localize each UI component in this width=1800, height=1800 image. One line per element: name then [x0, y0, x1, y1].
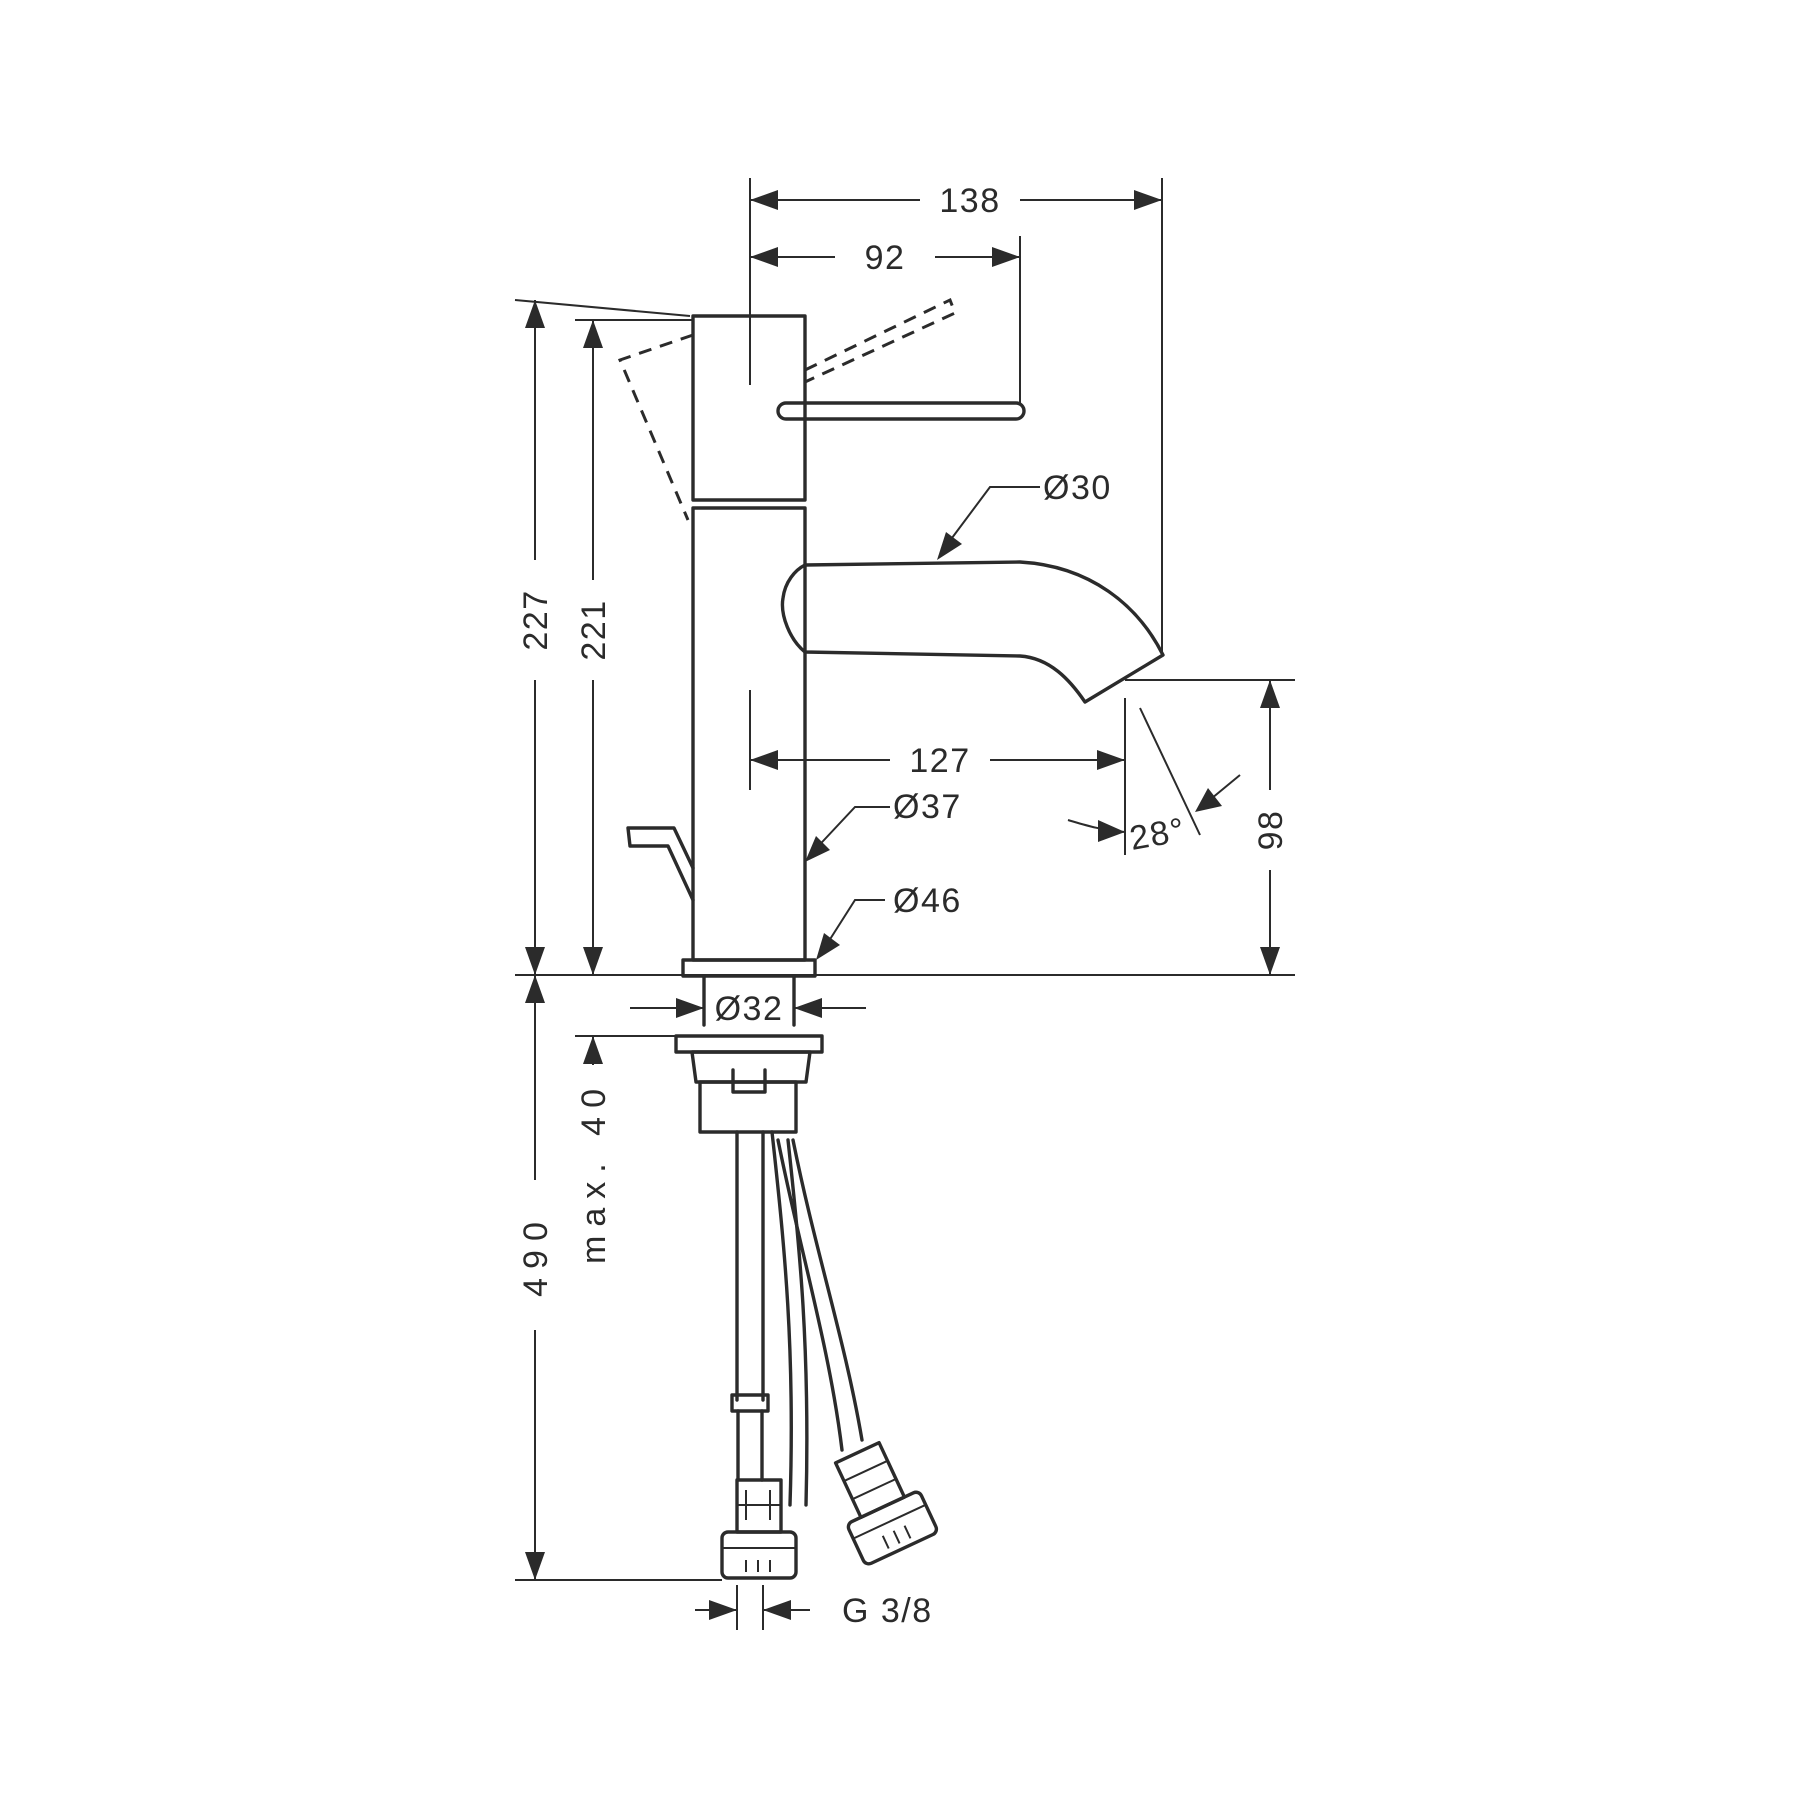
dimension-lines [514, 178, 1295, 1630]
base-ring [681, 958, 817, 978]
label-overall-height: 227 [517, 589, 555, 650]
leader-body [809, 806, 890, 856]
label-spout-projection: 127 [909, 742, 970, 780]
lower-sleeve [698, 1080, 798, 1134]
leader-spout [942, 486, 1040, 551]
label-spout-angle: 28° [1127, 811, 1189, 858]
left-hose-clip [730, 1393, 770, 1413]
faucet-body [626, 314, 1165, 1134]
left-hose-lower [736, 1409, 764, 1482]
mounting-washer [674, 1034, 824, 1054]
left-hose-nut-detail [722, 1547, 796, 1572]
left-hose-fitting-detail [737, 1490, 781, 1520]
label-max-deck-thickness: max. 40 [575, 1080, 613, 1264]
label-spout-diameter: Ø30 [1043, 469, 1112, 507]
label-connection-thread: G 3/8 [842, 1592, 933, 1630]
right-hose-fitting-detail [843, 1459, 897, 1501]
lever-travel-right [804, 297, 957, 384]
supply-hoses [720, 1130, 939, 1580]
leader-base [819, 899, 885, 956]
label-body-diameter: Ø37 [893, 788, 962, 826]
right-hose-nut [846, 1490, 939, 1566]
lever [776, 401, 1026, 421]
label-base-diameter: Ø46 [893, 882, 962, 920]
shank [702, 974, 796, 1027]
spout [780, 560, 1165, 704]
right-hose-nut-detail [852, 1503, 927, 1549]
label-body-height: 221 [575, 599, 613, 660]
label-overall-width: 138 [939, 182, 1000, 220]
label-hose-length: 490 [517, 1213, 555, 1297]
extension-lines [514, 178, 1295, 1630]
label-spout-outlet-height: 98 [1252, 810, 1290, 851]
left-hose-nut [720, 1530, 798, 1580]
mounting-nut [690, 1050, 812, 1084]
right-hose [776, 1138, 864, 1452]
label-shank-diameter: Ø32 [715, 990, 784, 1028]
dimension-labels: 138 92 227 221 Ø30 127 Ø37 Ø46 28° 98 Ø3… [517, 182, 1290, 1630]
pop-up-rod [626, 826, 695, 902]
left-hose [735, 1130, 765, 1402]
lever-travel-lines [617, 297, 957, 521]
label-lever-reach: 92 [865, 239, 906, 277]
center-hose [770, 1130, 809, 1507]
lever-travel-left [617, 333, 694, 521]
